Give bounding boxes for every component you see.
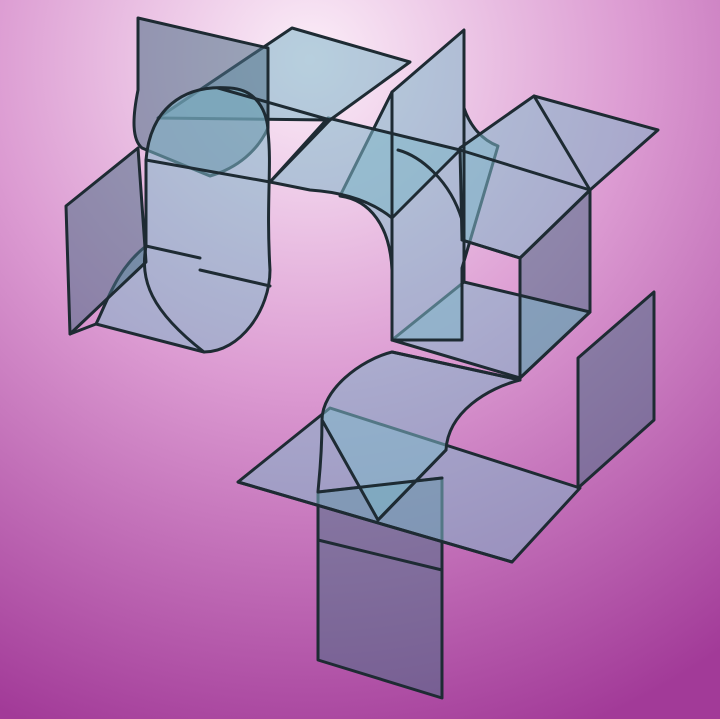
right-vertical-wall (576, 290, 656, 490)
edge-line (316, 538, 444, 572)
edge-line (396, 148, 464, 222)
edge-line (458, 94, 592, 192)
glass-panels (64, 16, 660, 700)
edge-line (144, 244, 202, 260)
edge-line (236, 480, 514, 564)
left-curved-tube (94, 86, 272, 354)
panel-edge-lines (68, 86, 592, 572)
edge-line (144, 158, 272, 184)
edge-line (460, 238, 522, 260)
edge-line (216, 86, 332, 122)
edge-line (268, 118, 332, 184)
edge-line (68, 322, 98, 336)
edge-line (198, 268, 272, 288)
edge-line (376, 448, 448, 522)
edge-line (142, 244, 206, 354)
edge-line (316, 418, 324, 494)
upper-bridge (268, 116, 462, 220)
edge-line (316, 476, 444, 494)
edge-line (390, 350, 522, 382)
